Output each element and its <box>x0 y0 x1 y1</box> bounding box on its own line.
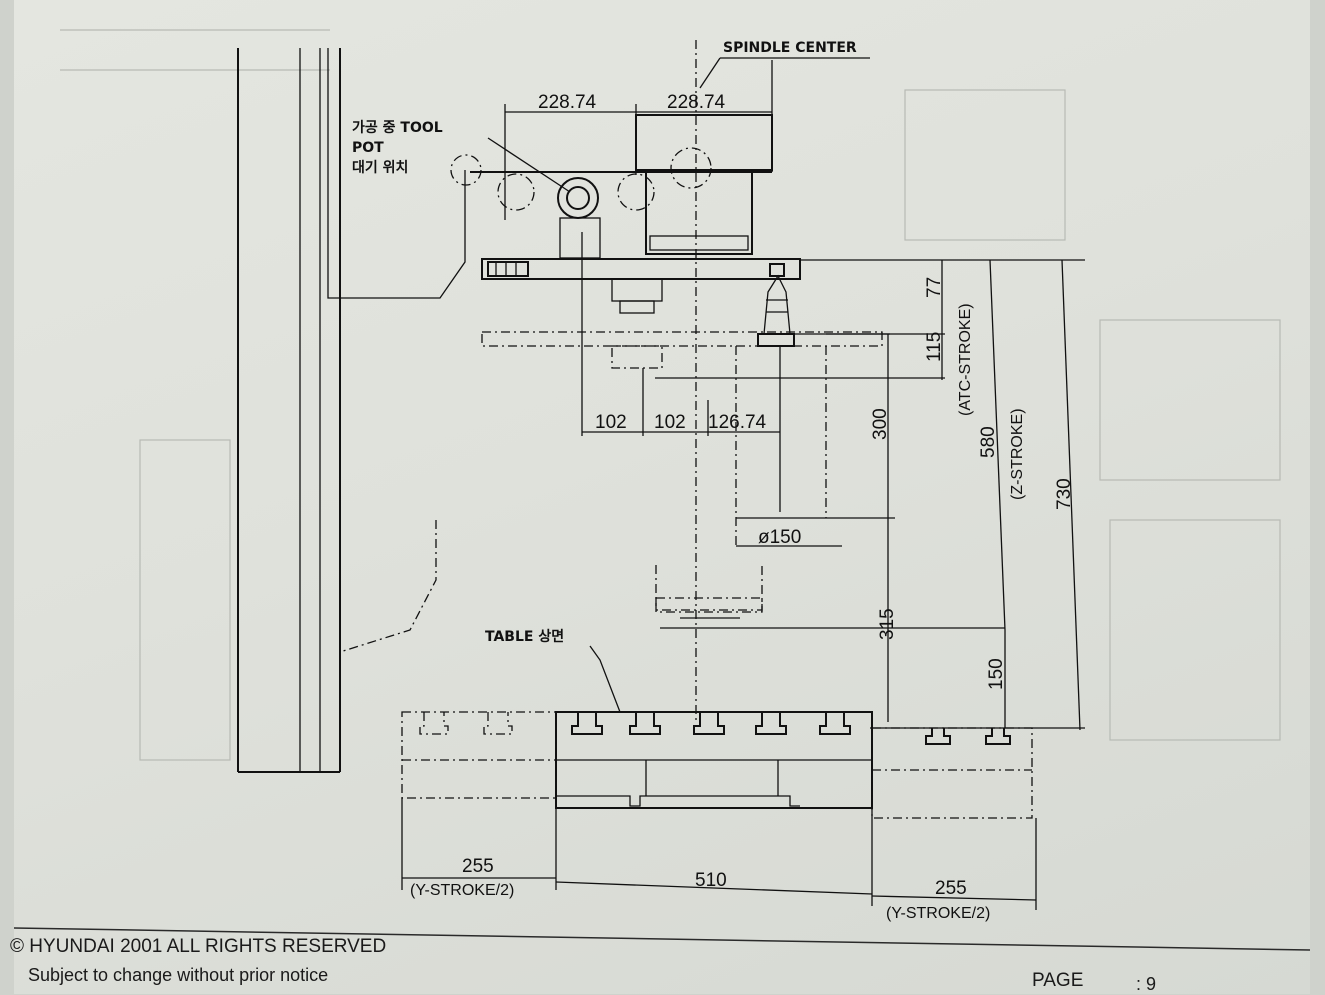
dim-table-width: 510 <box>695 870 727 891</box>
dim-top-right: 228.74 <box>667 92 726 113</box>
dim-115: 115 <box>924 332 945 362</box>
dim-pot-a: 102 <box>595 412 627 433</box>
page-label: PAGE <box>1032 970 1084 991</box>
dim-diameter: ø150 <box>758 527 801 548</box>
page-number: : 9 <box>1136 974 1157 994</box>
dim-y-right-note: (Y-STROKE/2) <box>886 905 990 922</box>
dim-y-left: 255 <box>462 856 494 877</box>
dim-580: 580 <box>978 426 999 458</box>
dim-z-stroke: (Z-STROKE) <box>1009 408 1026 500</box>
dim-150: 150 <box>986 658 1007 690</box>
tool-pot-label-3: 대기 위치 <box>352 160 408 176</box>
magazine-plate <box>481 258 801 314</box>
footer-rule <box>13 927 1311 951</box>
dim-pot-b: 102 <box>654 412 686 433</box>
vertical-dimension-lines <box>655 259 1085 731</box>
bottom-dimension-lines <box>402 877 1037 901</box>
dim-730: 730 <box>1054 478 1075 510</box>
dim-77: 77 <box>924 277 945 298</box>
lowered-plate <box>481 274 883 369</box>
tool-pot-label-1: 가공 중 TOOL <box>352 120 443 136</box>
atc-assembly <box>450 114 773 259</box>
tool-pot-label-2: POT <box>352 140 384 156</box>
dim-atc-stroke: (ATC-STROKE) <box>957 303 974 416</box>
background-ghost-lines <box>60 29 1281 761</box>
spindle-center-label: SPINDLE CENTER <box>723 40 857 56</box>
top-dimension-lines <box>504 104 772 220</box>
dim-pot-c: 126.74 <box>708 412 767 433</box>
dim-315: 315 <box>877 608 898 640</box>
pot-dimension-lines <box>581 232 780 436</box>
machine-table <box>401 711 1037 910</box>
notice-text: Subject to change without prior notice <box>28 965 329 985</box>
tool-tip <box>655 565 763 619</box>
copyright-text: © HYUNDAI 2001 ALL RIGHTS RESERVED <box>10 936 387 957</box>
machine-column <box>237 48 466 773</box>
dim-300: 300 <box>870 408 891 440</box>
dim-top-left: 228.74 <box>538 92 597 113</box>
table-top-label: TABLE 상면 <box>485 628 564 645</box>
dim-y-right: 255 <box>935 878 967 899</box>
tool-body <box>735 346 895 548</box>
dim-y-left-note: (Y-STROKE/2) <box>410 882 514 899</box>
table-top-leader <box>589 645 621 713</box>
